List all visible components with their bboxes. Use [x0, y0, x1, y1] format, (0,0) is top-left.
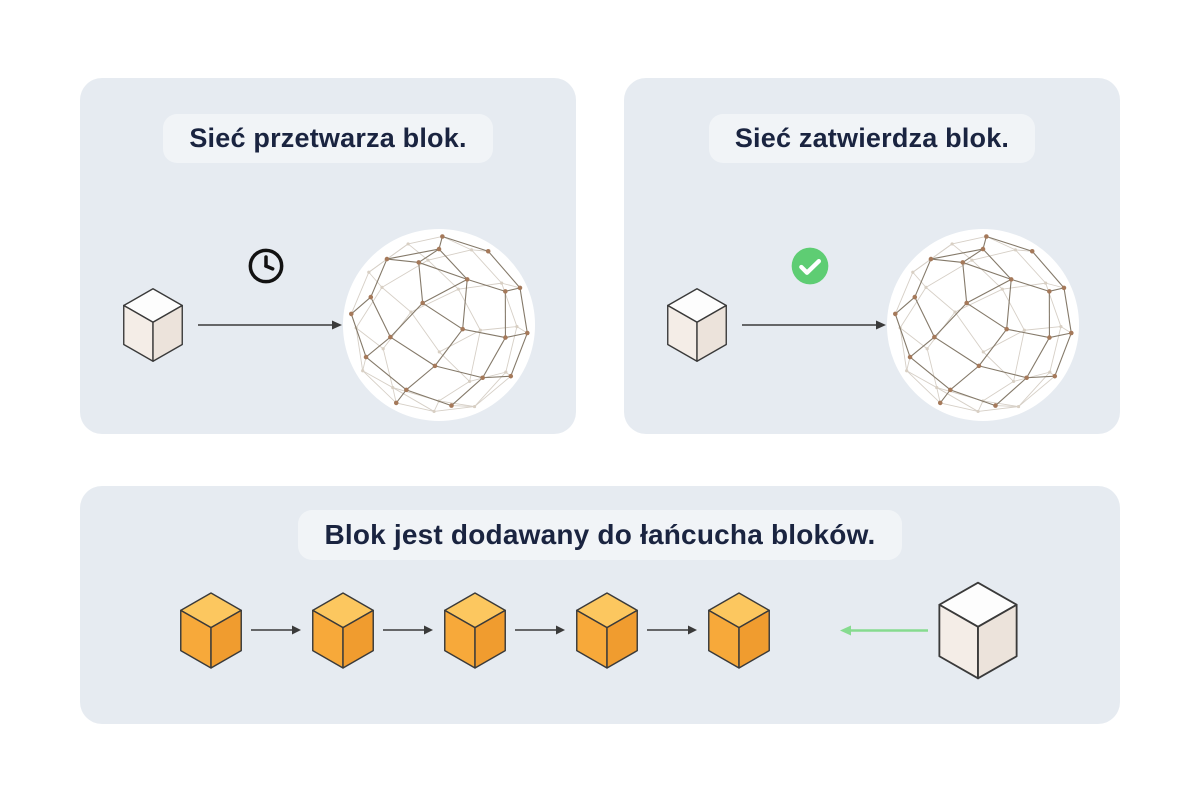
panel-content — [80, 78, 576, 434]
orange-block-cube-icon — [175, 590, 247, 671]
panel-title: Sieć przetwarza blok. — [163, 114, 493, 163]
panel-content — [624, 78, 1120, 434]
green-arrow-left-icon — [840, 625, 928, 636]
panel-title: Sieć zatwierdza blok. — [708, 114, 1036, 163]
arrow-right-icon — [742, 320, 886, 330]
arrow-right-icon — [383, 625, 433, 635]
network-sphere-icon — [342, 228, 536, 422]
orange-block-cube-icon — [703, 590, 775, 671]
panel-title-wrap: Sieć przetwarza blok. — [80, 114, 576, 163]
arrow-right-icon — [251, 625, 301, 635]
check-circle-icon — [791, 247, 829, 285]
white-block-cube-icon — [932, 579, 1024, 682]
panel-block-added-to-chain: Blok jest dodawany do łańcucha bloków. — [80, 486, 1120, 724]
panel-content — [80, 486, 1120, 724]
white-block-cube-icon — [118, 286, 188, 364]
white-block-cube-icon — [662, 286, 732, 364]
orange-block-cube-icon — [571, 590, 643, 671]
arrow-right-icon — [198, 320, 342, 330]
orange-block-cube-icon — [439, 590, 511, 671]
network-sphere-icon — [886, 228, 1080, 422]
arrow-right-icon — [647, 625, 697, 635]
panel-network-processes: Sieć przetwarza blok. — [80, 78, 576, 434]
panel-title-wrap: Blok jest dodawany do łańcucha bloków. — [80, 510, 1120, 560]
panel-title-wrap: Sieć zatwierdza blok. — [624, 114, 1120, 163]
panel-title: Blok jest dodawany do łańcucha bloków. — [298, 510, 902, 560]
panel-network-validates: Sieć zatwierdza blok. — [624, 78, 1120, 434]
arrow-right-icon — [515, 625, 565, 635]
orange-block-cube-icon — [307, 590, 379, 671]
clock-icon — [248, 248, 284, 284]
